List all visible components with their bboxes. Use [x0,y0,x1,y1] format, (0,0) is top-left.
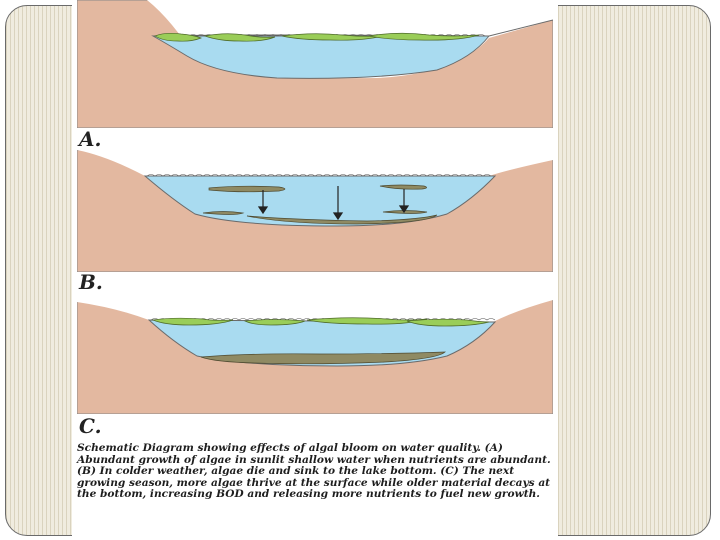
panel-a-diagram [77,0,553,128]
panel-a-label: A. [79,127,102,151]
panel-c-label: C. [79,414,102,438]
panel-b-diagram [77,150,553,272]
figure-caption: Schematic Diagram showing effects of alg… [77,442,551,501]
decaying-sediment [200,351,446,365]
panel-b: B. [77,150,553,294]
panel-c-diagram [77,296,553,414]
surface-algae [151,317,490,327]
panel-a: A. [77,0,553,151]
panel-c: C. [77,296,553,438]
surface-algae [154,32,480,42]
sinking-arrows [257,186,410,221]
algal-bloom-figure: A. B. [72,0,558,540]
panel-b-label: B. [79,270,103,294]
dying-algae [202,184,438,225]
lake-water [151,35,491,79]
